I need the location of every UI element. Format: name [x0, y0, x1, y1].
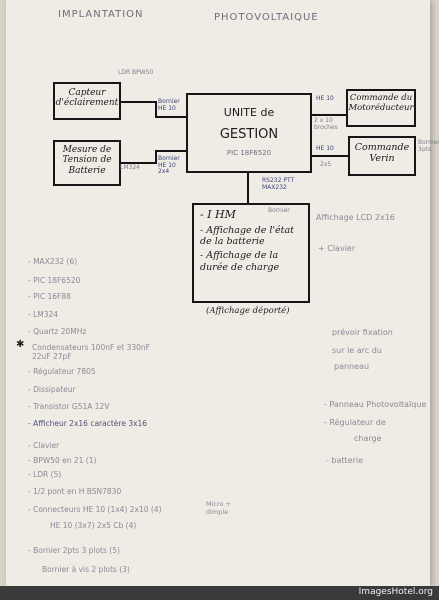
header-photovoltaique: PHOTOVOLTAIQUE [214, 12, 319, 23]
right-note-batterie: - batterie [326, 456, 364, 465]
link-mesure-h1 [121, 162, 156, 164]
right-note-charge: charge [354, 434, 382, 443]
component-regulateur: - Régulateur 7805 [28, 367, 96, 376]
link-verin [312, 155, 348, 157]
verin-right-label: Bornier 3pts [418, 139, 439, 153]
mesure-unite-connector: Bornier HE 10 2x4 [158, 155, 180, 176]
paper-sheet: IMPLANTATION PHOTOVOLTAIQUE Capteur d'éc… [6, 0, 439, 586]
verin-side-label: 2x5 [320, 161, 332, 168]
link-ihm [247, 173, 249, 203]
link-mesure-v [155, 150, 157, 164]
link-capteur-h1 [121, 101, 156, 103]
unite-ihm-connector: RS232 PTT MAX232 [262, 177, 295, 191]
micro-dimple-note: Micro + dimple [206, 500, 232, 516]
link-mesure-h2 [155, 150, 186, 152]
component-bornier-1: - Bornier 2pts 3 plots (5) [28, 546, 120, 555]
unite-line1: UNITE de [223, 106, 275, 119]
unite-verin-connector: HE 10 [316, 145, 334, 152]
ihm-caption: (Affichage déporté) [206, 306, 290, 316]
link-capteur-v [155, 101, 157, 118]
ihm-keyboard-note: + Clavier [318, 244, 356, 253]
ihm-item-battery-state: - Affichage de l'état de la batterie [200, 224, 294, 248]
ihm-lcd-note: Affichage LCD 2x16 [316, 213, 395, 222]
verin-label: Commande Verin [354, 142, 410, 164]
component-lm324: - LM324 [28, 310, 59, 319]
unite-gestion-block: UNITE de GESTION PIC 18F6520 [186, 93, 312, 173]
ihm-item-charge-duration: - Affichage de la durée de charge [200, 250, 280, 273]
capteur-sensor-label: LDR BPW50 [118, 69, 154, 76]
unite-line2: GESTION [219, 126, 279, 142]
component-dissipateur: - Dissipateur [28, 385, 76, 394]
star-mark: ✱ [16, 339, 25, 350]
link-capteur-h2 [155, 116, 186, 118]
right-note-panneau: panneau [334, 362, 370, 371]
component-afficheur: - Afficheur 2x16 caractère 3x16 [28, 419, 148, 428]
component-clavier: - Clavier [28, 441, 60, 450]
header-implantation: IMPLANTATION [58, 9, 144, 20]
component-pic16f: - PIC 16F88 [28, 292, 71, 301]
commande-motoreducteur-block: Commande du Motoréducteur [346, 89, 416, 127]
ihm-block: - I HM - Affichage de l'état de la batte… [192, 203, 310, 303]
component-ldr: - LDR (5) [28, 470, 62, 479]
capteur-label: Capteur d'éclairement [55, 88, 119, 109]
component-bpw50: - BPW50 en 21 (1) [28, 456, 97, 465]
right-note-panneau-pv: - Panneau Photovoltaïque [324, 400, 427, 409]
component-quartz: - Quartz 20MHz [28, 327, 87, 336]
right-note-arc: sur le arc du [332, 346, 382, 355]
component-pont-h: - 1/2 pont en H BSN7830 [28, 487, 122, 496]
watermark-bar: ImagesHotel.org [0, 586, 439, 600]
component-bornier-2: Bornier à vis 2 plots (3) [42, 565, 130, 574]
commande-verin-block: Commande Verin [348, 136, 416, 176]
link-moto [312, 114, 346, 116]
right-note-regulateur: - Régulateur de [324, 418, 386, 427]
watermark-text: ImagesHotel.org [358, 587, 433, 597]
ihm-top-label: Bornier [268, 207, 290, 214]
unite-mcu-label: PIC 18F6520 [226, 148, 272, 157]
mesure-amp-label: LM324 [120, 164, 140, 171]
component-max232: - MAX232 (6) [28, 257, 78, 266]
component-connecteurs-2: HE 10 (3x7) 2x5 Cb (4) [50, 521, 137, 530]
unite-moto-connector: HE 10 [316, 95, 334, 102]
mesure-label: Mesure de Tension de Batterie [62, 145, 112, 176]
mesure-tension-block: Mesure de Tension de Batterie [53, 140, 121, 186]
component-connecteurs-1: - Connecteurs HE 10 (1x4) 2x10 (4) [28, 505, 162, 514]
ihm-title: - I HM [200, 208, 236, 221]
capteur-eclairement-block: Capteur d'éclairement [53, 82, 121, 120]
right-note-fixation: prévoir fixation [332, 328, 393, 337]
component-transistor: - Transistor G51A 12V [28, 402, 110, 411]
component-pic18f: - PIC 18F6520 [28, 276, 81, 285]
moto-side-label: 2 x 10 broches [314, 117, 338, 131]
motoreducteur-label: Commande du Motoréducteur [348, 93, 414, 113]
component-condensateurs: Condensateurs 100nF et 330nF 22uF 27pF [32, 343, 150, 361]
capteur-unite-connector: Bornier HE 10 [158, 98, 180, 112]
